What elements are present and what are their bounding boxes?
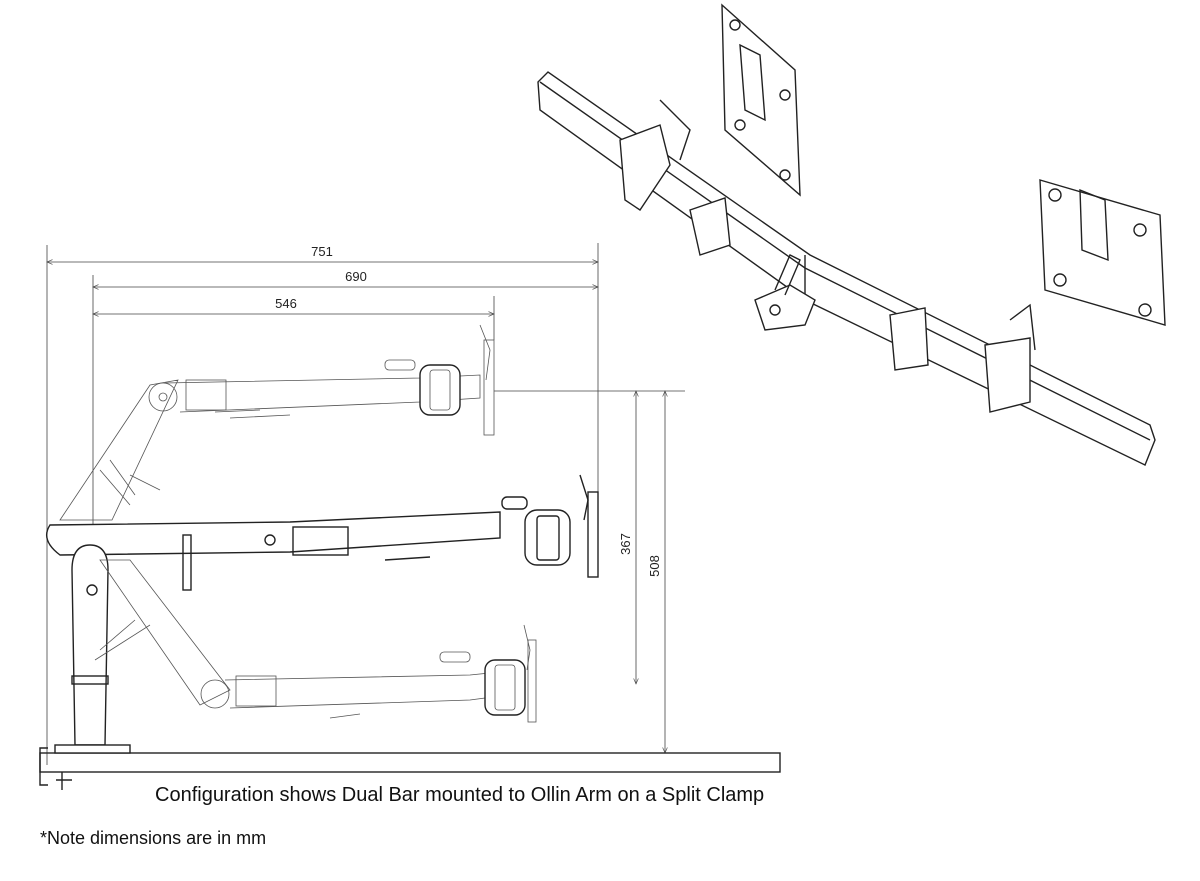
arm-upper-position xyxy=(59,324,495,521)
dimension-508: 508 xyxy=(647,391,665,753)
desk xyxy=(39,747,781,790)
dimension-690: 690 xyxy=(93,269,598,287)
dual-bar-isometric xyxy=(537,3,1166,466)
dimension-label-508: 508 xyxy=(647,555,662,577)
dimension-label-546: 546 xyxy=(275,296,297,311)
dimension-367: 367 xyxy=(618,391,636,684)
arm-lower-position xyxy=(94,559,537,723)
dimension-label-690: 690 xyxy=(345,269,367,284)
caption: Configuration shows Dual Bar mounted to … xyxy=(155,784,765,806)
dimension-label-367: 367 xyxy=(618,533,633,555)
dimension-label-751: 751 xyxy=(311,244,333,259)
arm-middle-position xyxy=(46,474,599,591)
dimension-546: 546 xyxy=(93,296,494,314)
extension-lines xyxy=(46,243,685,765)
units-note: *Note dimensions are in mm xyxy=(40,828,267,848)
arm-post xyxy=(54,544,131,754)
dimension-751: 751 xyxy=(47,244,598,262)
